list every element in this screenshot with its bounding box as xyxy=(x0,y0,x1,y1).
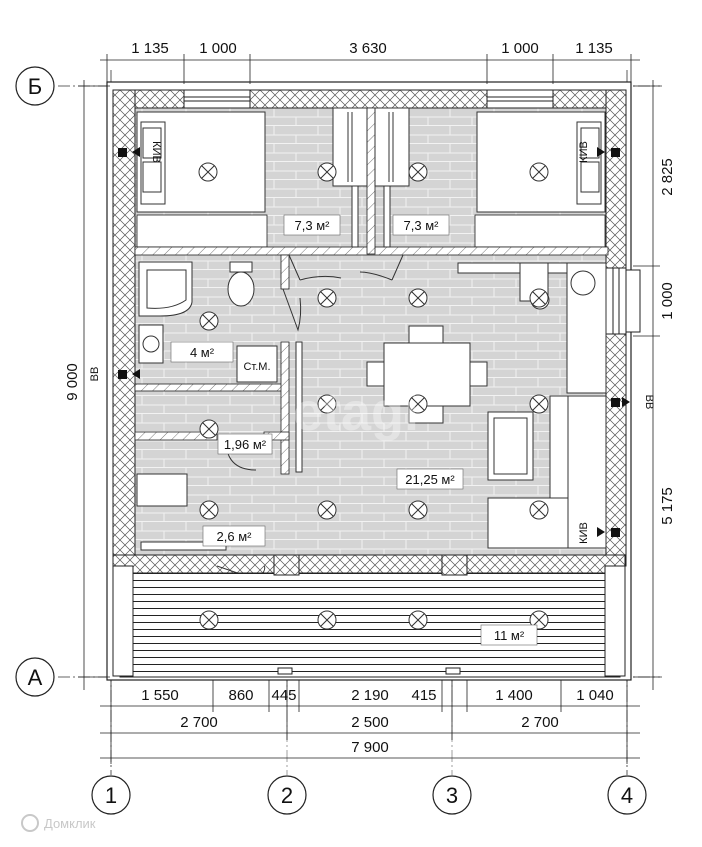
top-windows xyxy=(183,89,554,109)
dim-bottom1-4: 2 190 xyxy=(351,687,389,704)
area-bathroom: 4 м² xyxy=(190,345,215,360)
vv-right-label: ВВ xyxy=(643,395,655,410)
dim-bottom1-7: 1 040 xyxy=(576,687,614,704)
dim-right-3: 5 175 xyxy=(659,487,676,525)
dim-bottom1-5: 415 xyxy=(411,687,436,704)
dining-set xyxy=(366,325,488,424)
dim-right-2: 1 000 xyxy=(659,282,676,320)
dim-bottom1-2: 860 xyxy=(228,687,253,704)
dim-right-1: 2 825 xyxy=(659,158,676,196)
terrace-posts xyxy=(112,554,626,677)
top-dimensions: 1 135 1 000 3 630 1 000 1 135 xyxy=(131,40,613,57)
axis-a: А xyxy=(28,665,43,690)
dim-bottom-total: 7 900 xyxy=(351,739,389,756)
beds xyxy=(136,111,606,213)
wardrobes xyxy=(332,107,410,248)
dim-top-2: 1 000 xyxy=(199,40,237,57)
kiv-right-label: КИВ xyxy=(578,141,590,163)
washer-label: Ст.М. xyxy=(243,361,270,373)
dim-top-3: 3 630 xyxy=(349,40,387,57)
area-bedroom-right: 7,3 м² xyxy=(404,218,440,233)
dimension-lines xyxy=(78,54,660,764)
axis-2: 2 xyxy=(281,783,293,808)
dim-bottom1-6: 1 400 xyxy=(495,687,533,704)
area-storage: 1,96 м² xyxy=(224,437,267,452)
axis-bubbles: Б А 1 2 3 4 xyxy=(15,66,647,815)
axis-1: 1 xyxy=(105,783,117,808)
bottom-dimensions-row1: 1 550 860 445 2 190 415 1 400 1 040 xyxy=(141,687,614,704)
area-bedroom-left: 7,3 м² xyxy=(295,218,331,233)
kiv-bottom-label: КИВ xyxy=(578,522,590,544)
vv-left-label: ВВ xyxy=(89,367,101,382)
right-dimensions: 2 825 1 000 5 175 xyxy=(659,158,676,525)
dim-bottom2-3: 2 700 xyxy=(521,714,559,731)
bathroom-fixtures xyxy=(138,261,278,383)
center-watermark: etagi xyxy=(293,382,419,442)
vent-markers: КИВ КИВ КИВ ВВ ВВ xyxy=(89,141,655,544)
dim-left-total: 9 000 xyxy=(64,363,81,401)
sofa-set xyxy=(487,395,607,549)
dim-bottom1-3: 445 xyxy=(271,687,296,704)
area-labels: 7,3 м² 7,3 м² 4 м² Ст.М. 1,96 м² 2,6 м² … xyxy=(170,214,538,646)
dim-top-4: 1 000 xyxy=(501,40,539,57)
dim-top-1: 1 135 xyxy=(131,40,169,57)
axis-3: 3 xyxy=(446,783,458,808)
area-terrace: 11 м² xyxy=(494,628,525,643)
dim-bottom2-1: 2 700 xyxy=(180,714,218,731)
corner-watermark-text: Домклик xyxy=(44,816,96,831)
dim-top-5: 1 135 xyxy=(575,40,613,57)
right-window xyxy=(605,267,641,335)
dim-bottom2-2: 2 500 xyxy=(351,714,389,731)
dim-bottom1-1: 1 550 xyxy=(141,687,179,704)
area-hall: 2,6 м² xyxy=(217,529,253,544)
axis-b: Б xyxy=(28,74,42,99)
corner-watermark: Домклик xyxy=(21,814,96,832)
doors xyxy=(216,254,404,581)
kiv-left-label: КИВ xyxy=(150,141,162,163)
area-living: 21,25 м² xyxy=(405,472,455,487)
axis-4: 4 xyxy=(621,783,633,808)
bottom-dimensions-row2: 2 700 2 500 2 700 xyxy=(180,714,559,731)
